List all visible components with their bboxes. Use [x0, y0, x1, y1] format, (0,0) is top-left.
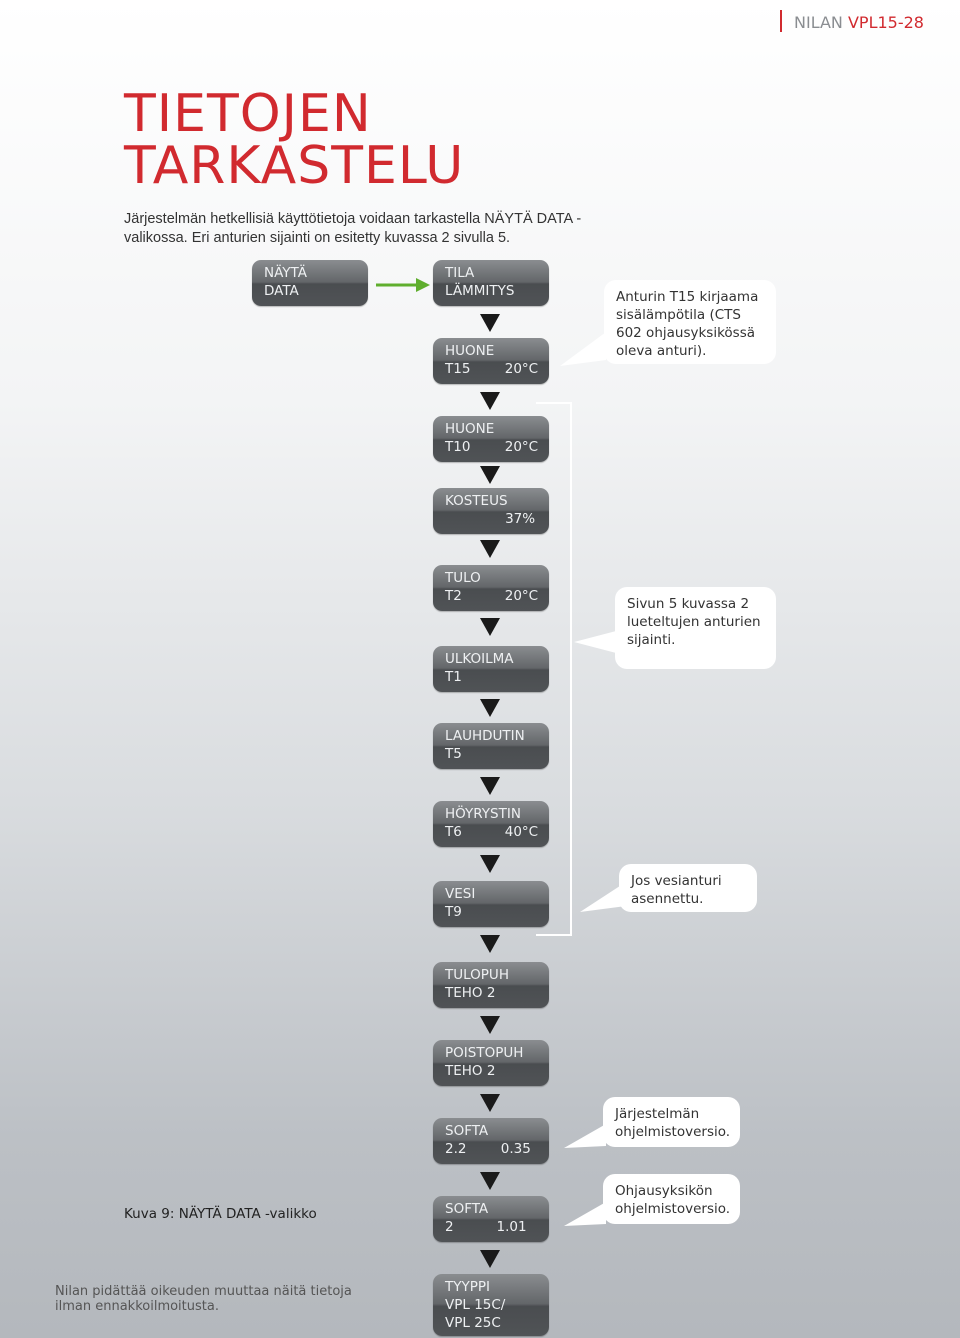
menu-box-line: T2 20°C — [445, 588, 539, 604]
brand-name: NILAN — [794, 13, 843, 32]
arrow-down-icon — [480, 314, 500, 332]
menu-box-line: NÄYTÄ — [264, 265, 307, 281]
callout-tail — [560, 332, 606, 366]
callout-system-software: Järjestelmän ohjelmistoversio. — [603, 1097, 740, 1147]
menu-box-softa-2: SOFTA 2 1.01 — [433, 1196, 549, 1242]
menu-box-line: POISTOPUH — [445, 1045, 524, 1061]
page-title: TIETOJEN TARKASTELU — [124, 88, 464, 192]
arrow-down-icon — [480, 466, 500, 484]
arrow-down-icon — [480, 777, 500, 795]
menu-box-kosteus: KOSTEUS 37% — [433, 488, 549, 534]
menu-box-line: TYYPPI — [445, 1279, 491, 1295]
menu-box-huone-t15: HUONE T15 20°C — [433, 338, 549, 384]
menu-box-vesi: VESI T9 — [433, 881, 549, 927]
menu-box-line: TULOPUH — [445, 967, 509, 983]
menu-box-tila: TILA LÄMMITYS — [433, 260, 549, 306]
figure-caption: Kuva 9: NÄYTÄ DATA -valikko — [124, 1206, 317, 1222]
menu-box-line: 2 1.01 — [445, 1219, 527, 1235]
callout-tail — [564, 1124, 606, 1148]
arrow-down-icon — [480, 699, 500, 717]
menu-box-tulopuh: TULOPUH TEHO 2 — [433, 962, 549, 1008]
menu-box-line: T10 20°C — [445, 439, 539, 455]
menu-box-line: LÄMMITYS — [445, 283, 515, 299]
arrow-down-icon — [480, 935, 500, 953]
menu-box-line: T15 20°C — [445, 361, 539, 377]
title-line-1: TIETOJEN — [124, 84, 372, 144]
menu-box-line: T5 — [445, 746, 462, 762]
menu-box-line: VPL 15C/ — [445, 1297, 506, 1313]
menu-box-tulo: TULO T2 20°C — [433, 565, 549, 611]
footer-disclaimer: Nilan pidättää oikeuden muuttaa näitä ti… — [55, 1284, 352, 1314]
menu-box-lauhdutin: LAUHDUTIN T5 — [433, 723, 549, 769]
arrow-down-icon — [480, 855, 500, 873]
callout-controller-software: Ohjausyksikön ohjelmistoversio. — [603, 1174, 740, 1224]
menu-box-line: 2.2 0.35 — [445, 1141, 531, 1157]
model-name: VPL15-28 — [847, 13, 924, 32]
menu-box-huone-t10: HUONE T10 20°C — [433, 416, 549, 462]
menu-box-line: HÖYRYSTIN — [445, 806, 521, 822]
menu-box-poistopuh: POISTOPUH TEHO 2 — [433, 1040, 549, 1086]
callout-water: Jos vesianturi asennettu. — [619, 864, 757, 912]
menu-box-line: T9 — [445, 904, 462, 920]
arrow-down-icon — [480, 1250, 500, 1268]
arrow-right-icon — [376, 278, 430, 292]
arrow-down-icon — [480, 540, 500, 558]
menu-box-softa-1: SOFTA 2.2 0.35 — [433, 1118, 549, 1164]
sensor-group-bracket — [536, 402, 572, 936]
menu-box-line: VPL 25C — [445, 1315, 501, 1331]
menu-box-line: DATA — [264, 283, 299, 299]
menu-box-line: SOFTA — [445, 1123, 489, 1139]
menu-box-line: T1 — [445, 669, 462, 685]
menu-box-nayta-data: NÄYTÄ DATA — [252, 260, 368, 306]
menu-box-hoyrystin: HÖYRYSTIN T6 40°C — [433, 801, 549, 847]
title-line-2: TARKASTELU — [124, 136, 465, 196]
menu-box-line: T6 40°C — [445, 824, 539, 840]
arrow-down-icon — [480, 392, 500, 410]
menu-box-line: KOSTEUS — [445, 493, 508, 509]
intro-text: Järjestelmän hetkellisiä käyttötietoja v… — [124, 211, 582, 246]
menu-box-line: 37% — [445, 511, 536, 527]
menu-box-ulkoilma: ULKOILMA T1 — [433, 646, 549, 692]
menu-box-line: SOFTA — [445, 1201, 489, 1217]
callout-tail — [564, 1202, 606, 1226]
callout-tail — [574, 630, 620, 654]
brand-header: NILAN VPL15-28 — [780, 10, 924, 32]
callout-t15: Anturin T15 kirjaama sisälämpötila (CTS … — [604, 280, 776, 364]
menu-box-line: TULO — [445, 570, 481, 586]
menu-box-line: HUONE — [445, 421, 495, 437]
arrow-down-icon — [480, 1094, 500, 1112]
menu-box-line: TEHO 2 — [445, 985, 496, 1001]
menu-box-tyyppi: TYYPPI VPL 15C/ VPL 25C — [433, 1274, 549, 1336]
menu-box-line: TILA — [445, 265, 475, 281]
menu-box-line: LAUHDUTIN — [445, 728, 525, 744]
menu-box-line: VESI — [445, 886, 476, 902]
menu-box-line: TEHO 2 — [445, 1063, 496, 1079]
callout-tail — [580, 882, 626, 912]
menu-box-line: ULKOILMA — [445, 651, 514, 667]
arrow-down-icon — [480, 1172, 500, 1190]
arrow-down-icon — [480, 1016, 500, 1034]
arrow-down-icon — [480, 618, 500, 636]
callout-sensors: Sivun 5 kuvassa 2 lueteltujen anturien s… — [615, 587, 776, 669]
menu-box-line: HUONE — [445, 343, 495, 359]
